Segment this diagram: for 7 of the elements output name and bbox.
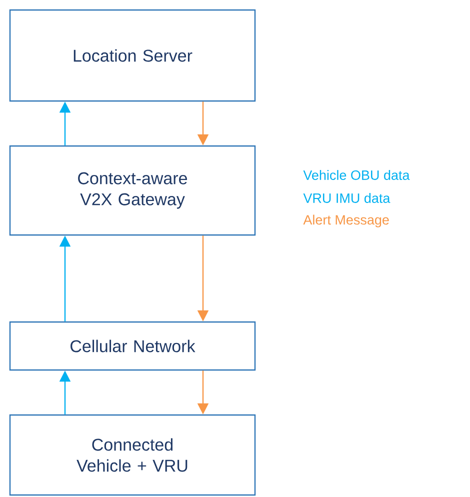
legend-entry: VRU IMU data <box>303 193 390 203</box>
process-box: Context-aware V2X Gateway <box>9 145 256 236</box>
process-box: Cellular Network <box>9 321 256 371</box>
process-box: Connected Vehicle + VRU <box>9 414 256 496</box>
legend-entry: Alert Message <box>303 214 389 228</box>
process-box: Location Server <box>9 9 256 102</box>
legend-entry: Vehicle OBU data <box>303 170 410 180</box>
